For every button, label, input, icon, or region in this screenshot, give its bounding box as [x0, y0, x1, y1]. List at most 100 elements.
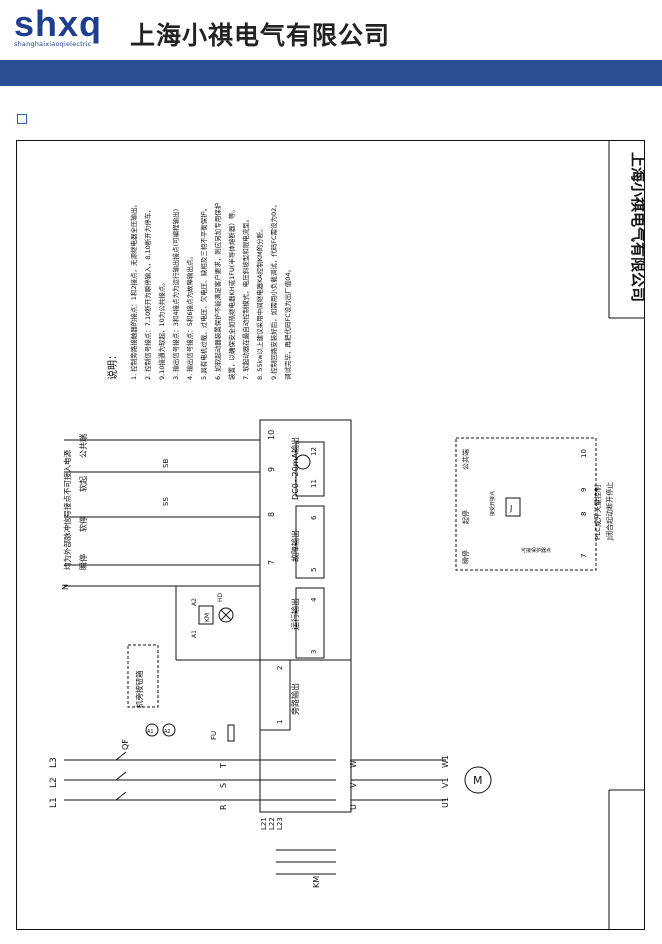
note-7: 6. 如软起动器装置保护不能满足客户要求，则应另加专用保护 — [213, 203, 222, 380]
note-11: 9.控制回路安装好后，如需用小负载调试，代码FC需设为02， — [269, 201, 278, 380]
hd-lamp-icon — [218, 607, 234, 623]
plc-terminal-9: 9 — [580, 488, 588, 492]
qf-label: QF — [121, 739, 130, 750]
bypass-terminal-1: 1 — [276, 720, 284, 724]
phase-L1: L1 — [49, 797, 59, 808]
header-band — [0, 60, 662, 86]
mains-lines — [64, 759, 446, 801]
logo-subtext: shanghaixiaoqielectric — [14, 40, 92, 48]
motor-W1: W1 — [441, 755, 450, 768]
phase-L2: L2 — [49, 777, 59, 788]
bypass-terminal-2: 2 — [276, 666, 284, 670]
fault-terminal-5: 5 — [310, 568, 318, 572]
meter-a2-icon — [162, 723, 176, 737]
note-4: 3. 输出信号接点：3和4接点为为运行输出接点(可编程输出) — [171, 209, 180, 380]
plc-caption-2: J闭合起动断开停止 — [605, 482, 614, 541]
square-outline-icon — [17, 114, 27, 124]
input-S: S — [219, 783, 228, 788]
terminal-8: 8 — [267, 512, 276, 517]
phase-L3: L3 — [49, 757, 59, 768]
relay-j-label: J — [509, 504, 512, 513]
dc-terminal-block — [295, 441, 325, 497]
km-coil-icon — [198, 605, 214, 625]
plc-label-stop: 瞬停 — [461, 550, 470, 564]
wiring-diagram: 上海小祺电气有限公司 说明： 1. 控制旁路接触器的接点：1和2接点，无源继电器… — [16, 140, 645, 930]
output-U: U — [349, 804, 358, 810]
header: shxq shanghaixiaoqielectric 上海小祺电气有限公司 — [0, 0, 662, 60]
meter-a1: A1 — [147, 729, 154, 735]
diagram-border — [16, 140, 645, 930]
terminal-7: 7 — [267, 560, 276, 565]
side-company-name: 上海小祺电气有限公司 — [629, 152, 645, 302]
input-T: T — [219, 763, 228, 769]
note-3: 9,10接通为软起，10为公共接点。 — [157, 279, 166, 380]
fault-output-label: 故障输出 — [290, 530, 300, 562]
motor-V1: V1 — [441, 777, 450, 788]
control-hint: 均为外部脉冲信号接点不可接入电源 — [62, 450, 72, 570]
note-1: 1. 控制旁路接触器的接点：1和2接点，无源继电器全压输出。 — [129, 201, 138, 380]
run-terminal-3: 3 — [310, 650, 318, 654]
company-name: 上海小祺电气有限公司 — [130, 21, 391, 50]
input-L23: L23 — [276, 817, 284, 830]
note-8: 装置，以确保安全如热继电器KH或1FU(半导体熔断器）等。 — [227, 206, 236, 380]
input-L21: L21 — [260, 817, 268, 830]
plc-box — [455, 437, 597, 571]
note-12: 调试完毕，再把代码FC设为出厂值04。 — [283, 266, 292, 380]
output-V: V — [349, 782, 358, 788]
hd-label: HD — [217, 592, 224, 602]
note-9: 7. 软起动器在最自动控制模式，电压斜坡型和限电流型。 — [241, 216, 250, 380]
fault-terminal-6: 6 — [310, 515, 318, 520]
logo-text: shxq — [14, 3, 103, 44]
soft-starter-block — [259, 419, 352, 813]
bypass-output-label: 旁路输出 — [290, 683, 300, 715]
meter-box — [127, 644, 159, 708]
relay-j-icon — [505, 497, 521, 517]
qf-breaker-icon — [115, 751, 127, 801]
n-label: N — [61, 584, 70, 590]
control-lines — [64, 439, 260, 661]
km-coil-label: KM — [204, 613, 211, 622]
switch-sb: SB — [162, 459, 170, 468]
fault-terminal-block — [295, 505, 325, 579]
km-a1-label: A1 — [191, 630, 198, 638]
terminal-9: 9 — [267, 467, 276, 472]
relay-label: 接受开接点 — [489, 491, 496, 516]
plc-terminal-10: 10 — [580, 449, 588, 458]
label-soft-stop: 软停 — [78, 516, 88, 532]
motor-icon — [464, 766, 492, 794]
plc-label-common: 公共端 — [461, 449, 470, 470]
meter-box-label: 机旁按钮箱 — [134, 670, 144, 708]
fu-label: FU — [210, 731, 218, 740]
dc-terminal-11: 11 — [310, 479, 318, 488]
terminal-10: 10 — [267, 430, 276, 440]
input-R: R — [219, 804, 228, 810]
note-5: 4. 输出信号接点：5和6接点为故障输出点。 — [185, 253, 194, 380]
fuse-icon — [227, 724, 235, 742]
notes-title: 说明： — [106, 350, 119, 380]
km-bypass-label: KM — [312, 876, 321, 888]
run-terminal-4: 4 — [310, 597, 318, 602]
dc-output-label: DC0~20mA输出 — [290, 437, 300, 500]
note-10: 8. 55kw以上建议采用中间继电器KA控制KM的分断。 — [255, 225, 264, 380]
dc-terminal-12: 12 — [310, 447, 318, 456]
note-2: 2. 控制信号接点：7,10断开为瞬停输入，8,10断开为停车， — [143, 206, 152, 380]
brand-logo: shxq shanghaixiaoqielectric — [14, 3, 103, 49]
meter-a1-icon — [145, 723, 159, 737]
output-W: W — [349, 760, 358, 768]
label-stop: 瞬停 — [78, 554, 88, 570]
plc-label-start-stop: 起停 — [461, 510, 470, 524]
bypass-terminal-block — [259, 659, 291, 731]
km-bypass-icon — [276, 849, 336, 875]
note-6: 5.具有电机过载、过电压、欠电压、缺相及三相不平衡保护。 — [199, 205, 208, 380]
meter-a2: A2 — [164, 729, 171, 735]
switch-ss: SS — [162, 497, 170, 506]
label-common: 公共端 — [78, 434, 88, 458]
protect-label: 可接保护器点 — [521, 547, 551, 554]
plc-terminal-8: 8 — [580, 512, 588, 516]
run-terminal-block — [295, 587, 325, 659]
notes-block: 说明： 1. 控制旁路接触器的接点：1和2接点，无源继电器全压输出。 2. 控制… — [106, 201, 292, 380]
motor-label: M — [473, 774, 483, 787]
plc-caption-1: PLC或开关量控制 — [593, 485, 602, 540]
motor-U1: U1 — [441, 797, 450, 808]
label-soft-start: 软起 — [78, 476, 88, 492]
